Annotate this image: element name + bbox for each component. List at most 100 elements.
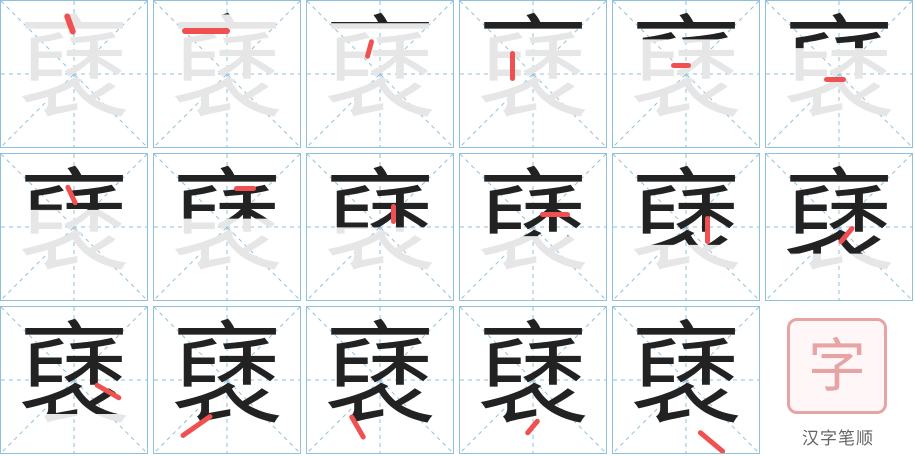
stroke-step-5: 褎褎: [612, 0, 760, 148]
current-stroke-highlight: [182, 28, 230, 34]
guide-line: [1, 154, 147, 300]
ghost-character: 褎: [783, 158, 895, 288]
ghost-character: 褎: [324, 158, 436, 288]
current-stroke-highlight: [705, 216, 710, 244]
written-strokes: 褎: [477, 158, 589, 288]
guide-line: [307, 154, 453, 300]
guide-lines: [307, 307, 453, 453]
guide-lines: [307, 1, 453, 147]
stroke-step-13: 褎褎: [0, 306, 148, 454]
written-strokes: 褎: [324, 158, 436, 288]
guide-line: [154, 307, 300, 453]
stroke-step-2: 褎褎: [153, 0, 301, 148]
guide-line: [460, 1, 606, 147]
ghost-character: 褎: [477, 5, 589, 135]
guide-lines: [307, 154, 453, 300]
guide-line: [154, 307, 300, 453]
ghost-character: 褎: [630, 5, 742, 135]
ghost-character: 褎: [630, 158, 742, 288]
current-stroke-highlight: [234, 186, 256, 191]
logo-seal: 字: [787, 318, 887, 414]
stroke-step-12: 褎褎: [765, 153, 913, 301]
ghost-character: 褎: [18, 5, 130, 135]
written-strokes: 褎: [630, 311, 742, 441]
current-stroke-highlight: [540, 212, 570, 217]
guide-lines: [766, 1, 912, 147]
guide-line: [154, 1, 300, 147]
guide-line: [1, 154, 147, 300]
stroke-step-16: 褎褎: [459, 306, 607, 454]
written-strokes: 褎: [630, 158, 742, 288]
stroke-step-1: 褎褎: [0, 0, 148, 148]
guide-line: [1, 1, 147, 147]
guide-lines: [613, 154, 759, 300]
guide-line: [154, 154, 300, 300]
ghost-character: 褎: [783, 5, 895, 135]
ghost-character: 褎: [630, 311, 742, 441]
guide-lines: [766, 154, 912, 300]
guide-lines: [1, 307, 147, 453]
written-strokes: 褎: [171, 311, 283, 441]
stroke-step-17: 褎褎: [612, 306, 760, 454]
written-strokes: 褎: [783, 5, 895, 135]
ghost-character: 褎: [18, 311, 130, 441]
guide-line: [307, 154, 453, 300]
guide-lines: [613, 1, 759, 147]
guide-line: [154, 1, 300, 147]
written-strokes: 褎: [324, 311, 436, 441]
guide-line: [1, 307, 147, 453]
ghost-character: 褎: [477, 158, 589, 288]
written-strokes: 褎: [477, 311, 589, 441]
guide-line: [460, 307, 606, 453]
stroke-step-11: 褎褎: [612, 153, 760, 301]
stroke-step-6: 褎褎: [765, 0, 913, 148]
stroke-step-8: 褎褎: [153, 153, 301, 301]
guide-lines: [613, 307, 759, 453]
seal-glyph: 字: [807, 332, 866, 400]
guide-line: [613, 154, 759, 300]
stroke-step-15: 褎褎: [306, 306, 454, 454]
ghost-character: 褎: [324, 311, 436, 441]
written-strokes: 褎: [171, 5, 283, 135]
guide-lines: [460, 154, 606, 300]
guide-line: [766, 1, 912, 147]
guide-line: [766, 154, 912, 300]
current-stroke-highlight: [391, 204, 396, 224]
written-strokes: 褎: [477, 5, 589, 135]
guide-line: [460, 154, 606, 300]
ghost-character: 褎: [171, 5, 283, 135]
stroke-step-7: 褎褎: [0, 153, 148, 301]
guide-line: [307, 1, 453, 147]
guide-line: [460, 154, 606, 300]
ghost-character: 褎: [477, 311, 589, 441]
ghost-character: 褎: [171, 311, 283, 441]
guide-lines: [154, 307, 300, 453]
written-strokes: 褎: [18, 5, 130, 135]
guide-line: [154, 154, 300, 300]
stroke-step-9: 褎褎: [306, 153, 454, 301]
guide-line: [307, 1, 453, 147]
current-stroke-highlight: [824, 77, 846, 82]
guide-line: [307, 307, 453, 453]
stroke-step-3: 褎褎: [306, 0, 454, 148]
guide-line: [1, 307, 147, 453]
guide-line: [460, 1, 606, 147]
stroke-step-14: 褎褎: [153, 306, 301, 454]
current-stroke-highlight: [510, 51, 515, 81]
guide-line: [766, 154, 912, 300]
guide-line: [766, 1, 912, 147]
guide-lines: [154, 1, 300, 147]
stroke-step-4: 褎褎: [459, 0, 607, 148]
written-strokes: 褎: [171, 158, 283, 288]
written-strokes: 褎: [783, 158, 895, 288]
brand-label: 汉字笔顺: [802, 429, 874, 449]
guide-line: [613, 307, 759, 453]
guide-line: [613, 1, 759, 147]
guide-line: [613, 1, 759, 147]
ghost-character: 褎: [171, 158, 283, 288]
guide-line: [1, 1, 147, 147]
guide-line: [307, 307, 453, 453]
guide-lines: [154, 154, 300, 300]
guide-lines: [1, 154, 147, 300]
